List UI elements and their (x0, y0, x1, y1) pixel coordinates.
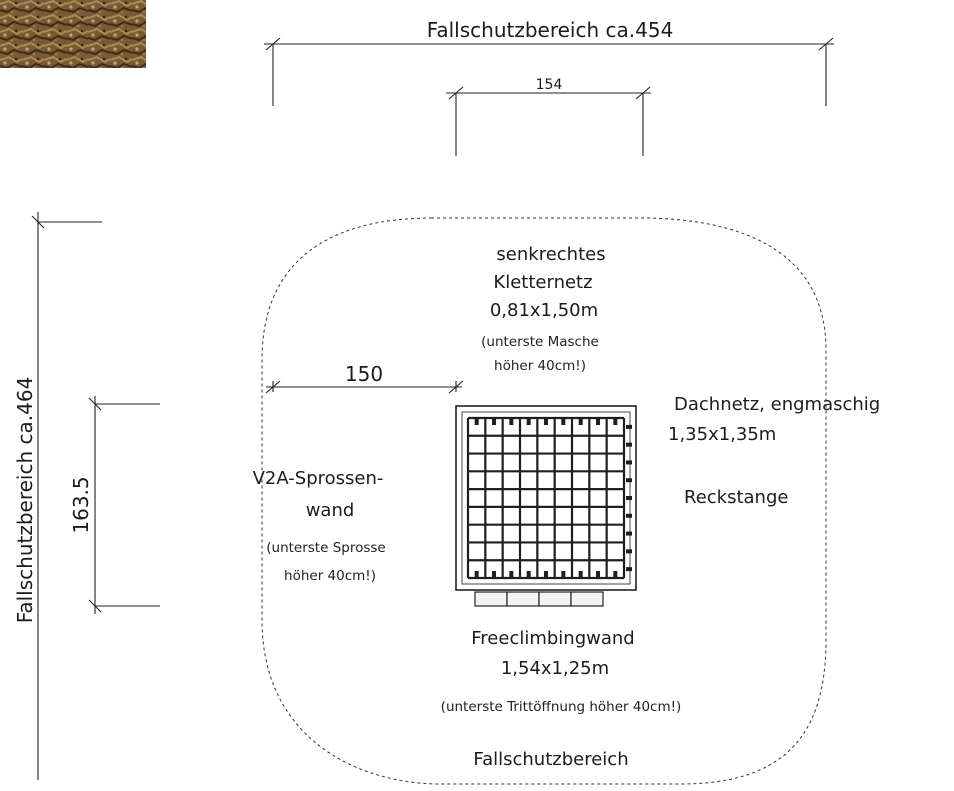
climbing-hold (544, 571, 548, 577)
net-note-line2: höher 40cm!) (494, 358, 586, 374)
climbing-hold (526, 571, 531, 577)
climbing-hold (561, 571, 566, 577)
net-note-line1: (unterste Masche (481, 334, 599, 350)
climbing-hold (492, 571, 496, 577)
climbing-wall-size: 1,54x1,25m (501, 658, 609, 679)
climbing-hold (626, 531, 632, 536)
climbing-hold (596, 419, 600, 425)
climbing-hold (626, 460, 632, 465)
offset-dimension (265, 380, 464, 394)
ladder-wall-line2: wand (306, 500, 355, 521)
inner-dimension-label: 154 (536, 77, 563, 93)
climbing-hold (626, 442, 632, 447)
ladder-wall-line1: V2A-Sprossen- (253, 468, 384, 489)
climbing-hold (626, 496, 632, 500)
wall-height-dimension (88, 396, 160, 614)
left-dimension (31, 212, 102, 780)
climbing-hold (509, 571, 514, 577)
left-dimension-label: Fallschutzbereich ca.464 (13, 377, 37, 624)
ladder-wall-note-line1: (unterste Sprosse (266, 540, 385, 556)
climbing-wall-title: Freeclimbingwand (471, 628, 634, 649)
climbing-hold (561, 419, 566, 425)
ladder-wall-note-line2: höher 40cm!) (284, 568, 376, 584)
photo-thumbnail (0, 0, 146, 68)
climbing-hold (626, 549, 632, 554)
top-dimension-label: Fallschutzbereich ca.454 (427, 18, 674, 42)
climbing-hold (544, 419, 548, 425)
climbing-frame (455, 405, 637, 607)
inner-dimension (446, 86, 651, 156)
climbing-hold (509, 419, 514, 425)
climbing-hold (474, 419, 479, 425)
net-title-line1: senkrechtes (496, 244, 605, 265)
fall-protection-zone (261, 217, 827, 785)
climbing-hold (626, 424, 632, 429)
bar-label: Reckstange (684, 487, 788, 508)
climbing-hold (626, 478, 632, 483)
offset-dimension-label: 150 (345, 362, 383, 386)
climbing-wall-note: (unterste Trittöffnung höher 40cm!) (441, 699, 682, 715)
climbing-hold (613, 571, 618, 577)
climbing-hold (526, 419, 531, 425)
roof-net-size: 1,35x1,35m (668, 424, 776, 445)
climbing-hold (578, 571, 583, 577)
climbing-hold (613, 419, 618, 425)
climbing-hold (578, 419, 583, 425)
climbing-hold (492, 419, 496, 425)
climbing-hold (626, 513, 632, 518)
climbing-hold (474, 571, 479, 577)
top-dimension (264, 37, 834, 106)
climbing-hold (626, 567, 632, 572)
wall-height-label: 163.5 (69, 476, 93, 533)
fall-zone-label: Fallschutzbereich (473, 749, 628, 770)
net-title-line2: Kletternetz (493, 272, 592, 293)
net-size: 0,81x1,50m (490, 300, 598, 321)
climbing-hold (596, 571, 600, 577)
roof-net-title: Dachnetz, engmaschig (674, 394, 880, 415)
